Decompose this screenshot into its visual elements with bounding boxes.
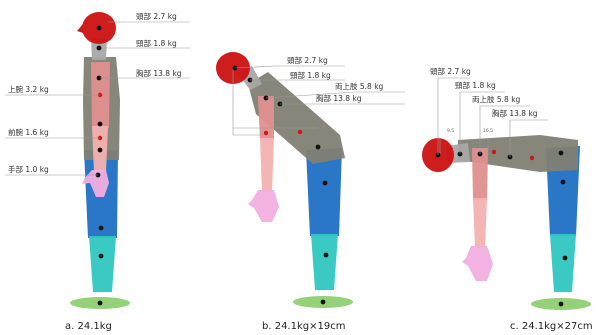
label-neck: 頸部 1.8 kg: [455, 80, 496, 90]
figure-c-forearm: [473, 198, 487, 248]
label-upper-arms: 両上肢 5.8 kg: [472, 94, 521, 104]
label-head: 頭部 2.7 kg: [430, 66, 471, 76]
com-dot-icon: [98, 122, 103, 127]
com-dot-icon: [99, 226, 104, 231]
com-dot-icon: [298, 130, 302, 134]
com-dot-icon: [324, 253, 329, 258]
com-dot-icon: [264, 131, 268, 135]
label-upper-arm: 上腕 3.2 kg: [8, 84, 49, 94]
label-hand: 手部 1.0 kg: [8, 164, 49, 174]
measure-mark: 9.5: [447, 128, 454, 134]
caption-b: b. 24.1kg×19cm: [262, 321, 345, 332]
figure-c-hand: [462, 246, 493, 281]
com-dot-icon: [563, 256, 568, 261]
com-dot-icon: [530, 156, 534, 160]
label-head: 頭部 2.7 kg: [287, 55, 328, 65]
com-dot-icon: [559, 302, 564, 307]
com-dot-icon: [559, 151, 564, 156]
measure-mark: 16.5: [483, 128, 493, 134]
label-head: 頭部 2.7 kg: [136, 11, 177, 21]
label-forearm: 前腕 1.6 kg: [8, 127, 49, 137]
com-dot-icon: [97, 46, 102, 51]
caption-a: a. 24.1kg: [65, 321, 112, 332]
figure-b-shin: [311, 234, 338, 290]
com-dot-icon: [561, 180, 566, 185]
label-neck: 頸部 1.8 kg: [136, 38, 177, 48]
label-chest: 胸部 13.8 kg: [492, 108, 538, 118]
label-upper-arms: 両上肢 5.8 kg: [335, 81, 384, 91]
com-dot-icon: [99, 254, 104, 259]
com-dot-icon: [98, 301, 103, 306]
com-dot-icon: [97, 26, 102, 31]
figure-c-shin: [550, 234, 576, 292]
com-dot-icon: [316, 145, 321, 150]
com-dot-icon: [98, 148, 103, 153]
label-chest: 胸部 13.8 kg: [316, 93, 362, 103]
label-chest: 胸部 13.8 kg: [136, 68, 182, 78]
figure-a-standing: 頭部 2.7 kg 頸部 1.8 kg 胸部 13.8 kg 上腕 3.2 kg…: [5, 11, 190, 332]
figure-a-nose: [77, 24, 83, 33]
figure-b-hand: [248, 190, 279, 222]
figure-b-bending: 頭部 2.7 kg 頸部 1.8 kg 両上肢 5.8 kg 胸部 13.8 k…: [216, 52, 405, 332]
figure-a-shin: [89, 236, 116, 292]
figure-b-forearm: [260, 138, 274, 192]
com-dot-icon: [321, 300, 326, 305]
com-dot-icon: [492, 150, 496, 154]
com-dot-icon: [323, 181, 328, 186]
caption-c: c. 24.1kg×27cm: [510, 321, 593, 332]
label-neck: 頸部 1.8 kg: [290, 70, 331, 80]
figure-c-horizontal: 9.5 16.5 頭部 2.7 kg 頸部 1.8 kg 両上肢 5.8 kg …: [422, 66, 593, 332]
